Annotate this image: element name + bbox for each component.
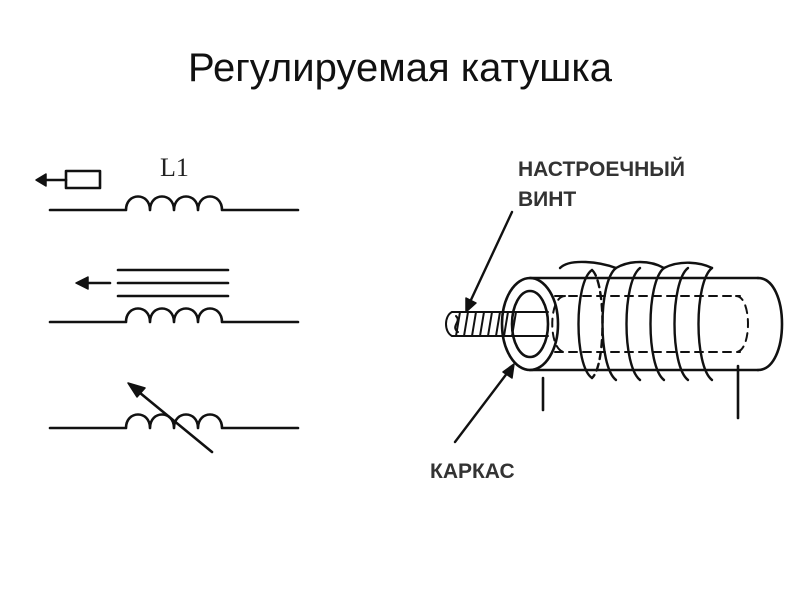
coil-drawing	[445, 210, 784, 444]
hidden-core	[554, 295, 741, 353]
symbol-variable-inductor	[48, 382, 300, 454]
frame-label: КАРКАС	[430, 460, 515, 483]
former-opening	[500, 276, 560, 372]
inductor-coil-3	[48, 413, 300, 430]
screw-label-line2: ВИНТ	[518, 188, 576, 211]
symbol-tuned-inductor-core	[35, 169, 300, 212]
frame-pointer-line	[453, 370, 510, 444]
winding-turns	[558, 260, 714, 382]
screw-label-line1: НАСТРОЕЧНЫЙ	[518, 157, 685, 181]
diagonal-arrow-icon	[132, 386, 214, 454]
symbol-inductor-ferrite	[48, 268, 300, 324]
former-right-end	[756, 276, 784, 372]
core-slug-icon	[64, 169, 102, 190]
inductor-label: L1	[160, 153, 189, 182]
former-inner-wall	[510, 289, 550, 359]
tuning-screw	[445, 311, 549, 337]
screw-pointer-line	[468, 210, 514, 304]
slide-title: Регулируемая катушка	[188, 46, 612, 90]
inductor-coil-1	[48, 195, 300, 212]
inductor-coil-2	[48, 307, 300, 324]
